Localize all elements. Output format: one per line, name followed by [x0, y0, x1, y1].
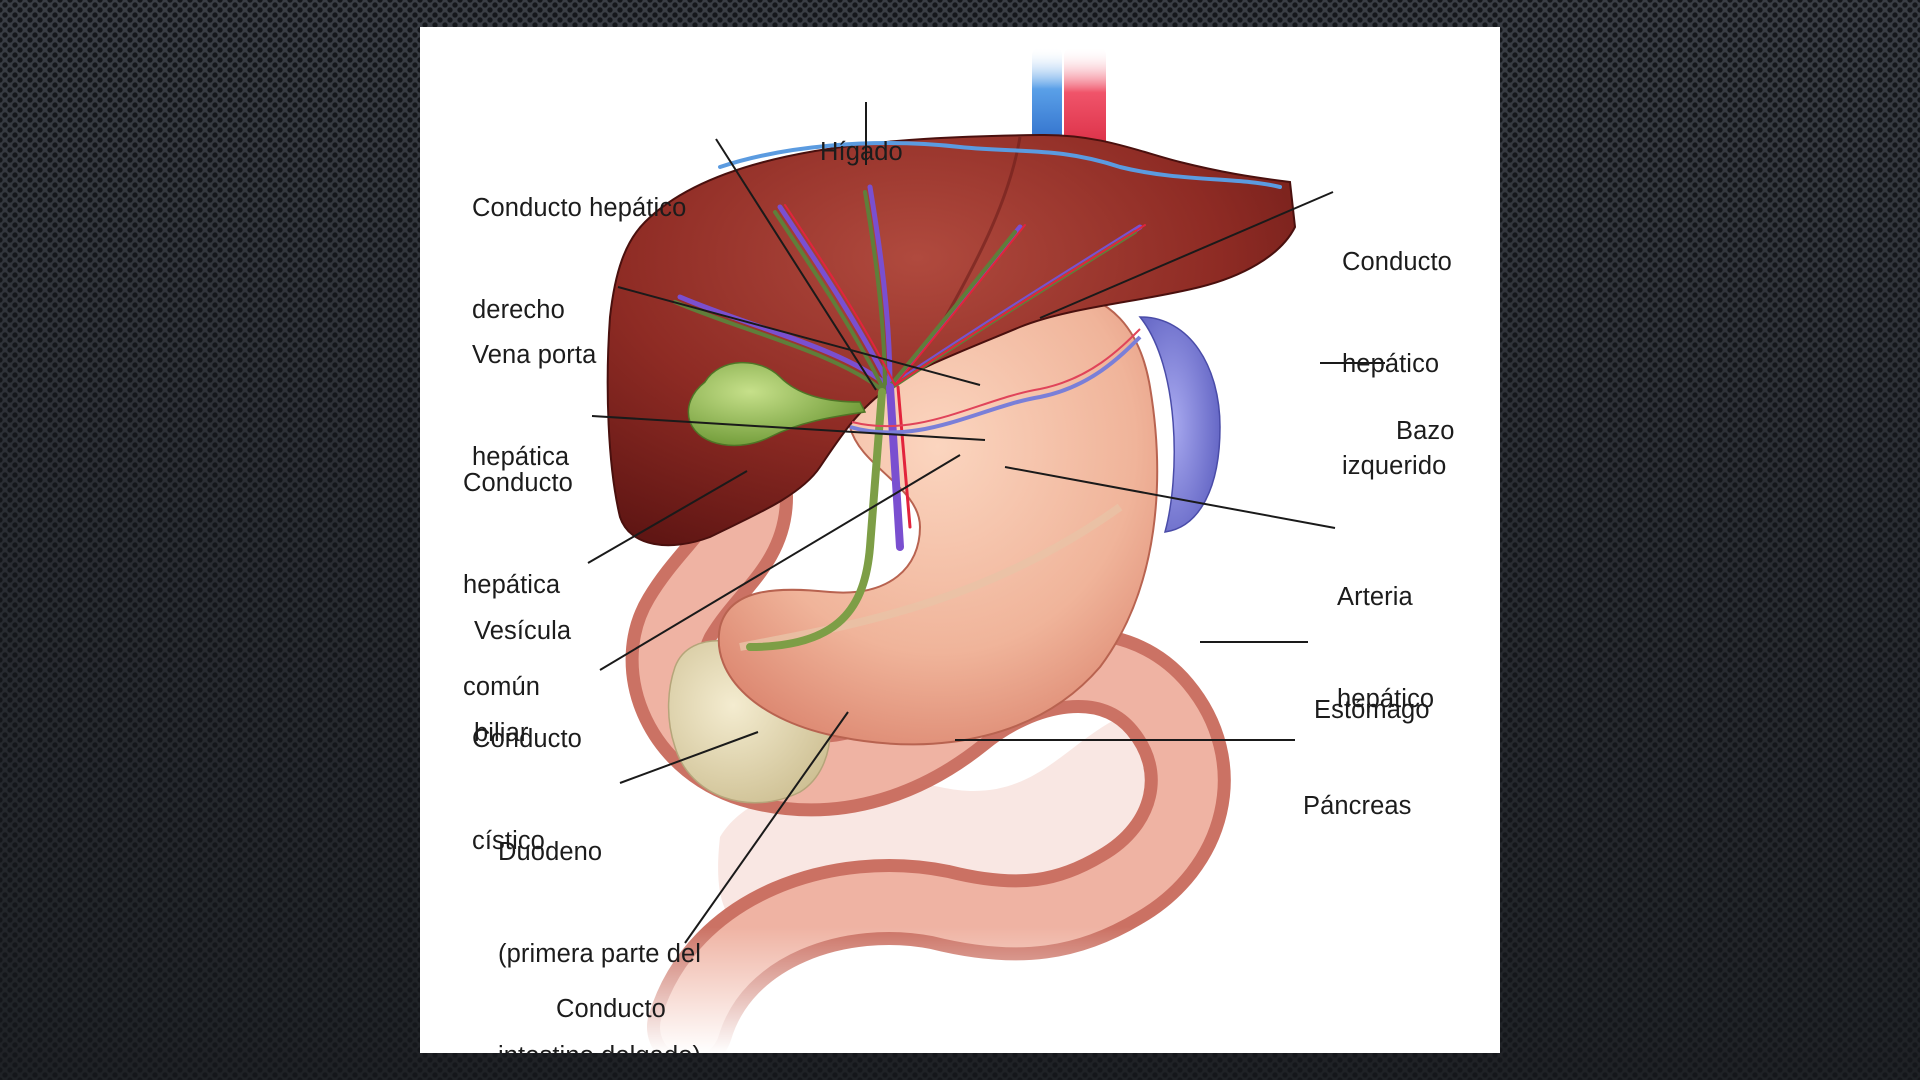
diagram-panel: Hígado Conducto hepático derecho Conduct… [420, 27, 1500, 1053]
leader-conducto-hepatica-comun [591, 415, 986, 441]
leader-conducto-hepatico-derecho [715, 138, 877, 391]
label-conducto-biliar-comun: Conducto biliar común [556, 995, 666, 1023]
label-vesicula-biliar: Vesícula biliar [474, 617, 572, 747]
leader-duodeno [619, 731, 759, 784]
label-conducto-hepatico-izquierdo: Conducto hepático izquerido [1342, 248, 1452, 480]
label-estomago: Estómago [1314, 696, 1430, 724]
leader-conducto-cistico [599, 454, 961, 671]
leader-conducto-hepatico-izquierdo [1039, 191, 1334, 319]
label-pancreas: Páncreas [1303, 792, 1412, 820]
label-conducto-hepatico-derecho: Conducto hepático derecho [472, 194, 687, 324]
leader-conducto-biliar-comun [684, 711, 849, 944]
label-higado: Hígado [820, 138, 903, 166]
label-vena-porta-hepatica: Vena porta hepática [472, 341, 597, 471]
label-duodeno: Duodeno (primera parte del intestino del… [498, 838, 702, 1053]
leader-vena-porta [617, 286, 981, 386]
spleen-shape [1138, 316, 1221, 533]
leader-arteria-hepatico [1004, 466, 1336, 529]
label-conducto-hepatica-comun: Conducto hepática común [463, 469, 573, 701]
label-conducto-cistico: Conducto cístico [472, 725, 582, 855]
label-bazo: Bazo [1396, 417, 1455, 445]
leader-lines [587, 102, 1385, 944]
leader-vesicula-biliar [587, 470, 748, 564]
label-arteria-hepatico: Arteria hepático [1337, 583, 1435, 713]
liver-vessels [673, 141, 1282, 651]
